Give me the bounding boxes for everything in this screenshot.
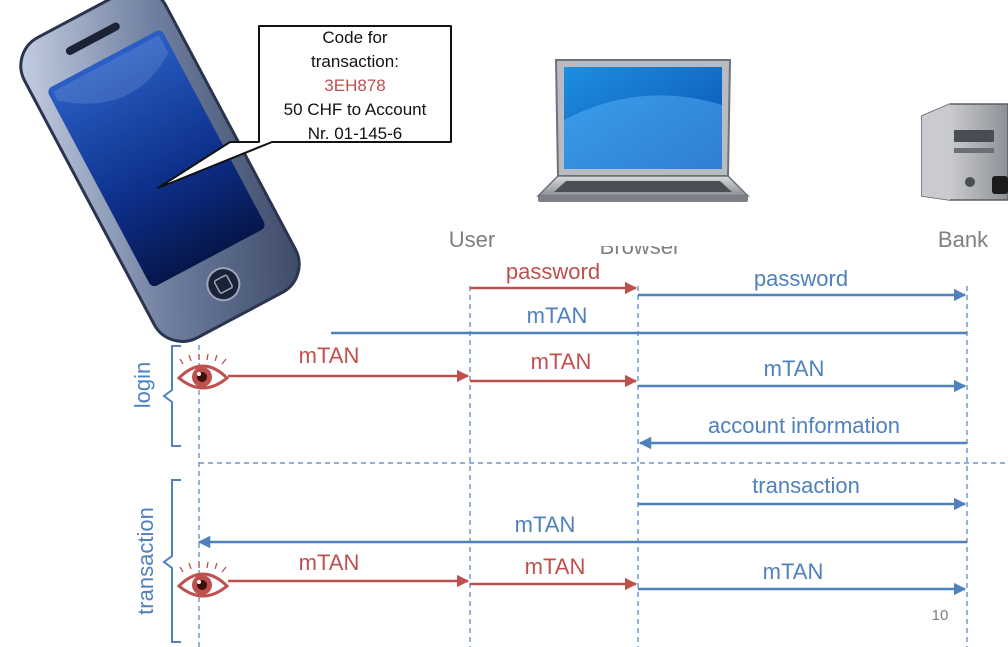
msg-mtan-user-browser-login: mTAN <box>531 349 592 374</box>
callout-text: Code for transaction: 3EH878 50 CHF to A… <box>259 26 451 143</box>
smartphone-icon <box>19 0 301 343</box>
transaction-bracket <box>162 479 181 643</box>
actor-user-label: User <box>449 227 495 252</box>
lifelines <box>198 286 1008 647</box>
actor-bank-label: Bank <box>938 227 989 252</box>
group-login-label: login <box>130 362 155 408</box>
laptop-icon <box>536 59 750 202</box>
msg-mtan-bank-phone: mTAN <box>527 303 588 328</box>
page-number: 10 <box>932 607 949 624</box>
callout-code: 3EH878 <box>324 76 386 95</box>
msg-mtan-eye-user-transaction: mTAN <box>299 550 360 575</box>
callout-line4: 50 CHF to Account <box>283 100 427 119</box>
server-icon <box>921 103 1008 201</box>
login-bracket <box>162 345 181 447</box>
msg-mtan-browser-bank-transaction: mTAN <box>763 559 824 584</box>
callout-line2: transaction: <box>311 52 399 71</box>
msg-mtan-eye-user-login: mTAN <box>299 343 360 368</box>
msg-mtan-browser-bank-login: mTAN <box>764 356 825 381</box>
eye-icon <box>176 561 230 598</box>
browser-label-cover <box>560 212 720 246</box>
msg-password-browser-bank: password <box>754 266 848 291</box>
msg-transaction: transaction <box>752 473 860 498</box>
callout-line5: Nr. 01-145-6 <box>307 124 403 143</box>
msg-account-information: account information <box>708 413 900 438</box>
callout-bubble <box>157 25 452 189</box>
msg-mtan-user-browser-transaction: mTAN <box>525 554 586 579</box>
group-transaction-label: transaction <box>133 507 158 615</box>
msg-password-user-browser: password <box>506 259 600 284</box>
eye-icon <box>176 353 230 390</box>
msg-mtan-bank-eye-transaction: mTAN <box>515 512 576 537</box>
callout-line1: Code for <box>322 28 388 47</box>
